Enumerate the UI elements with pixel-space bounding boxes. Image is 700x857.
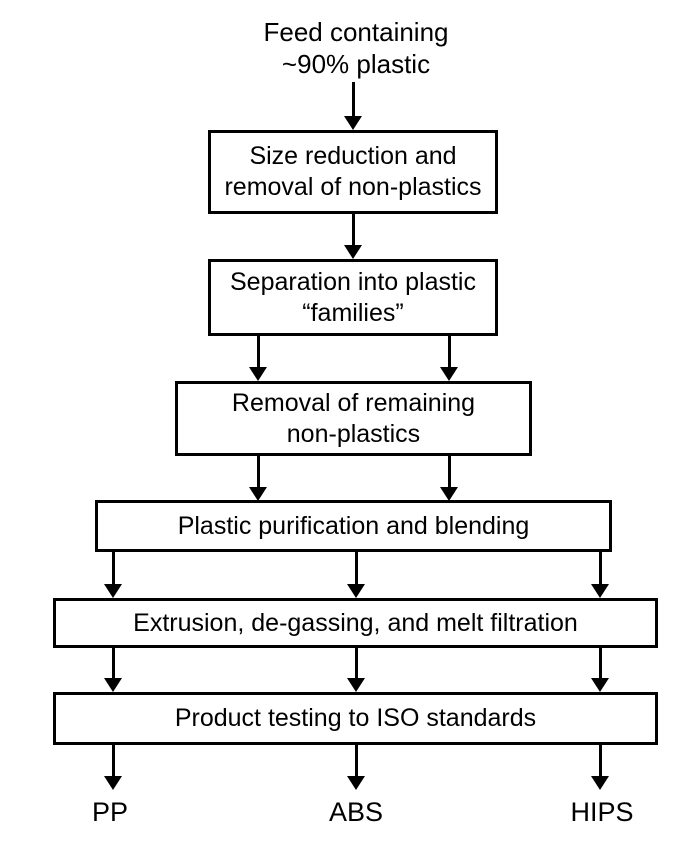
output-label-abs: ABS xyxy=(328,797,384,827)
down-arrow xyxy=(104,745,122,790)
output-label-pp: PP xyxy=(91,797,129,827)
process-box-purification-blending: Plastic purification and blending xyxy=(95,500,612,552)
down-arrow xyxy=(344,214,362,259)
down-arrow xyxy=(440,456,458,501)
process-box-separation: Separation into plastic “families” xyxy=(208,259,498,336)
process-box-label: Size reduction and removal of non-plasti… xyxy=(224,142,482,201)
process-box-size-reduction: Size reduction and removal of non-plasti… xyxy=(208,130,498,214)
down-arrow xyxy=(347,647,365,692)
output-label-hips: HIPS xyxy=(570,797,634,827)
process-box-label: Separation into plastic “families” xyxy=(230,267,476,327)
process-box-removal-non-plastics: Removal of remaining non-plastics xyxy=(175,381,532,456)
down-arrow xyxy=(344,82,362,130)
down-arrow xyxy=(347,745,365,790)
down-arrow xyxy=(591,647,609,692)
feed-label: Feed containing ~90% plastic xyxy=(263,17,449,79)
process-box-label: Product testing to ISO standards xyxy=(174,704,537,732)
down-arrow xyxy=(249,335,267,381)
down-arrow xyxy=(440,335,458,381)
process-box-label: Plastic purification and blending xyxy=(177,511,530,540)
process-box-label: Removal of remaining non-plastics xyxy=(231,388,476,448)
down-arrow xyxy=(591,745,609,790)
process-box-label: Extrusion, de-gassing, and melt filtrati… xyxy=(133,608,578,637)
down-arrow xyxy=(104,552,122,598)
down-arrow xyxy=(347,552,365,598)
down-arrow xyxy=(591,552,609,598)
down-arrow xyxy=(249,456,267,501)
process-box-product-testing: Product testing to ISO standards xyxy=(53,692,658,745)
down-arrow xyxy=(104,647,122,692)
process-box-extrusion: Extrusion, de-gassing, and melt filtrati… xyxy=(53,598,658,648)
